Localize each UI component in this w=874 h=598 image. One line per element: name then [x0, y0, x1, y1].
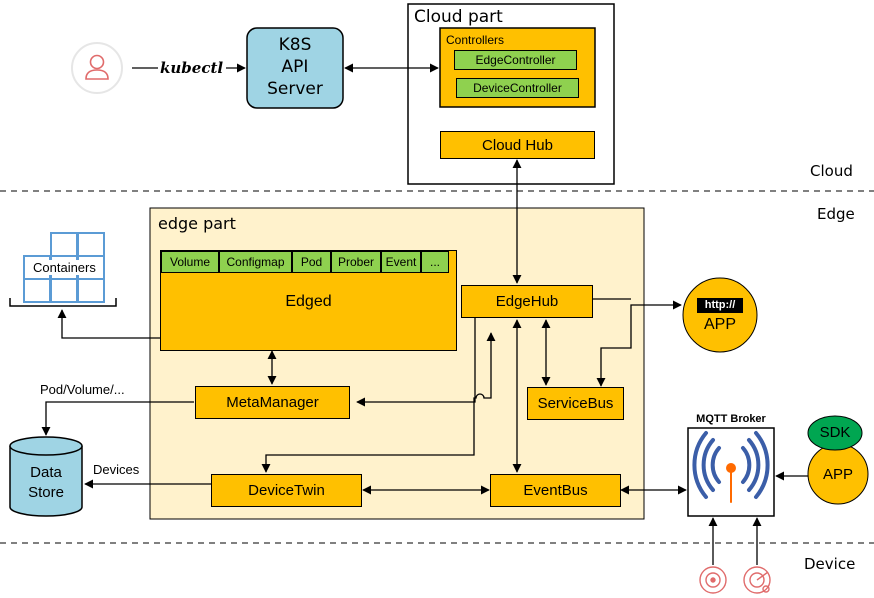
- edgehub-devicetwin-arrow: [261, 332, 496, 473]
- http-badge: http://: [704, 299, 736, 311]
- containers-bracket: [9, 298, 117, 307]
- edged-tab-5: ...: [421, 251, 449, 273]
- edge-controller-box: EdgeController: [454, 50, 577, 70]
- api-server-box: [246, 27, 344, 109]
- edged-tab-0: Volume: [161, 251, 219, 273]
- cloud-part-title: Cloud part: [414, 7, 503, 27]
- metamanager-box: MetaManager: [195, 386, 350, 419]
- api-server-line3: Server: [267, 79, 323, 99]
- zone-device-label: Device: [804, 555, 856, 573]
- http-app-label: APP: [703, 316, 736, 333]
- pod-volume-label: Pod/Volume/...: [40, 382, 125, 397]
- edged-tab-2: Pod: [292, 251, 331, 273]
- sensor-icon-2: [743, 566, 771, 594]
- edged-tab-4: Event: [381, 251, 421, 273]
- device-controller-box: DeviceController: [456, 78, 579, 98]
- metamanager-datastore-arrow: [41, 401, 194, 436]
- edged-tab-1: Configmap: [219, 251, 292, 273]
- edgehub-box: EdgeHub: [461, 285, 593, 318]
- api-server-line2: API: [281, 57, 309, 77]
- mqtt-broadcast-icon: [692, 431, 770, 503]
- sdk-ellipse: [807, 415, 863, 451]
- devicetwin-box: DeviceTwin: [211, 474, 362, 507]
- sensor-icon-1: [699, 566, 727, 594]
- user-avatar: [71, 42, 123, 94]
- data-store-cylinder: [9, 436, 83, 517]
- http-app-circle: [682, 277, 758, 353]
- edge-part-title: edge part: [158, 214, 236, 233]
- servicebus-app-arrow: [596, 300, 682, 387]
- sdk-label: SDK: [819, 424, 851, 441]
- datastore-line2: Store: [28, 484, 64, 501]
- zone-cloud-label: Cloud: [810, 162, 853, 180]
- api-server-line1: K8S: [278, 35, 312, 55]
- devices-label: Devices: [93, 462, 140, 477]
- app-client-label: APP: [822, 466, 853, 483]
- cloud-hub-box: Cloud Hub: [440, 131, 595, 159]
- datastore-line1: Data: [30, 464, 62, 481]
- controllers-label: Controllers: [446, 33, 505, 47]
- edged-containers-arrow: [57, 309, 160, 339]
- edged-tab-3: Prober: [331, 251, 381, 273]
- edged-label: Edged: [285, 293, 332, 310]
- kubectl-label: kubectl: [160, 59, 224, 77]
- servicebus-box: ServiceBus: [527, 387, 624, 420]
- mqtt-broker-title: MQTT Broker: [696, 413, 766, 425]
- containers-label: Containers: [31, 260, 98, 275]
- eventbus-box: EventBus: [490, 474, 621, 507]
- zone-edge-label: Edge: [817, 205, 855, 223]
- http-badge-bg: [697, 298, 743, 313]
